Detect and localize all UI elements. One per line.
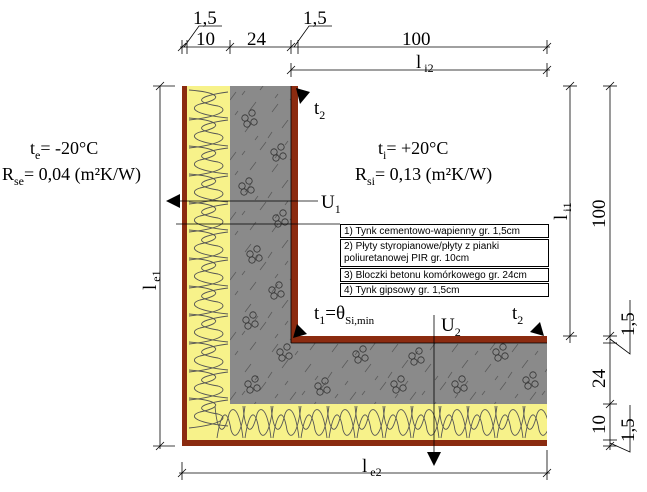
li1-label: li1 bbox=[551, 202, 574, 220]
t1-marker bbox=[293, 324, 307, 338]
exterior-resistance: Rse= 0,04 (m²K/W) bbox=[2, 164, 141, 188]
dim-right-insulation: 10 bbox=[589, 415, 610, 434]
legend-item-2-line-1: 2) Płyty styropianowe/płyty z pianki bbox=[344, 241, 500, 252]
dim-top-block: 24 bbox=[247, 29, 267, 50]
dim-top-outer-plaster: 1,5 bbox=[193, 8, 217, 29]
legend-item-3-line-1: 3) Bloczki betonu komórkowego gr. 24cm bbox=[344, 270, 527, 281]
t2-top-marker bbox=[296, 88, 310, 104]
dim-right-inner-length: 100 bbox=[589, 200, 610, 229]
legend-item-2-line-2: poliuretanowej PIR gr. 10cm bbox=[344, 253, 470, 264]
dim-right-inner-plaster: 1,5 bbox=[618, 312, 639, 336]
legend-item-1-line-1: 1) Tynk cementowo-wapienny gr. 1,5cm bbox=[344, 226, 521, 237]
block-layer bbox=[230, 86, 547, 404]
legend-item-2: 2) Płyty styropianowe/płyty z pianki pol… bbox=[340, 239, 549, 267]
interior-resistance: Rsi= 0,13 (m²K/W) bbox=[355, 164, 492, 188]
le1-label: le1 bbox=[140, 270, 163, 290]
insulation-layer bbox=[187, 86, 547, 440]
right-dimension-lines bbox=[563, 81, 631, 453]
dim-top-insulation: 10 bbox=[196, 29, 215, 50]
legend-item-1: 1) Tynk cementowo-wapienny gr. 1,5cm bbox=[340, 224, 549, 238]
dim-right-outer-plaster: 1,5 bbox=[618, 418, 639, 442]
dim-top-inner-length: 100 bbox=[402, 29, 431, 50]
u1-label: U1 bbox=[321, 192, 341, 216]
exterior-temperature: te= -20°C bbox=[30, 138, 98, 162]
t2-top-label: t2 bbox=[314, 98, 325, 122]
t1-label: t1=θSi,min bbox=[314, 303, 375, 327]
u2-label: U2 bbox=[441, 315, 461, 339]
legend-item-3: 3) Bloczki betonu komórkowego gr. 24cm bbox=[340, 268, 549, 282]
dim-right-block: 24 bbox=[589, 369, 610, 389]
t2-right-label: t2 bbox=[512, 303, 523, 327]
u1-section-line bbox=[166, 194, 340, 225]
top-dimension-lines bbox=[177, 25, 552, 77]
legend-item-4-line-1: 4) Tynk gipsowy gr. 1,5cm bbox=[344, 285, 460, 296]
dim-top-inner-plaster: 1,5 bbox=[303, 8, 327, 29]
u2-section-line bbox=[427, 315, 441, 466]
interior-temperature: ti= +20°C bbox=[378, 138, 448, 162]
t2-right-marker bbox=[530, 322, 544, 336]
left-dimension-lines bbox=[153, 81, 552, 480]
legend-item-4: 4) Tynk gipsowy gr. 1,5cm bbox=[340, 283, 549, 297]
